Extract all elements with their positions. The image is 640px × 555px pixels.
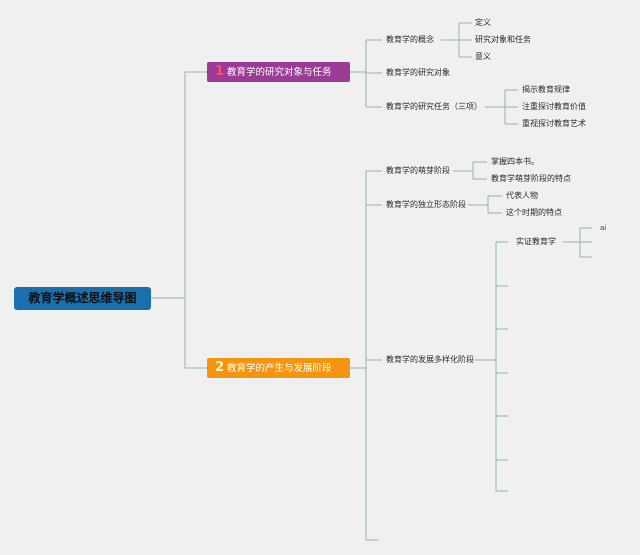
node-task-art[interactable]: 重视探讨教育艺术 xyxy=(522,119,586,128)
node-stub-text: ai xyxy=(600,224,607,232)
node-task-values[interactable]: 注重探讨教育价值 xyxy=(522,102,586,111)
node-period-features[interactable]: 这个时期的特点 xyxy=(506,208,562,217)
node-empirical-pedagogy[interactable]: 实证教育学 xyxy=(516,237,556,246)
root-node[interactable]: 教育学概述思维导图 xyxy=(14,287,151,310)
node-research-tasks[interactable]: 教育学的研究任务（三项） xyxy=(386,102,482,111)
node-diversified-stage[interactable]: 教育学的发展多样化阶段 xyxy=(386,355,474,364)
node-object-and-task[interactable]: 研究对象和任务 xyxy=(475,35,531,44)
node-task-laws[interactable]: 揭示教育规律 xyxy=(522,85,570,94)
node-significance[interactable]: 意义 xyxy=(475,52,491,61)
node-four-books[interactable]: 掌握四本书。 xyxy=(491,157,539,166)
node-sprout-stage[interactable]: 教育学的萌芽阶段 xyxy=(386,166,450,175)
node-concept[interactable]: 教育学的概念 xyxy=(386,35,434,44)
node-independent-stage[interactable]: 教育学的独立形态阶段 xyxy=(386,200,466,209)
branch-title-2: 教育学的产生与发展阶段 xyxy=(227,363,332,374)
branch-title-1: 教育学的研究对象与任务 xyxy=(227,67,332,78)
branch-number-1: 1 xyxy=(215,64,225,79)
node-representatives[interactable]: 代表人物 xyxy=(506,191,538,200)
node-definition[interactable]: 定义 xyxy=(475,18,491,27)
node-sprout-features[interactable]: 教育学萌芽阶段的特点 xyxy=(491,174,571,183)
branch-number-2: 2 xyxy=(215,360,225,375)
node-research-object[interactable]: 教育学的研究对象 xyxy=(386,68,450,77)
